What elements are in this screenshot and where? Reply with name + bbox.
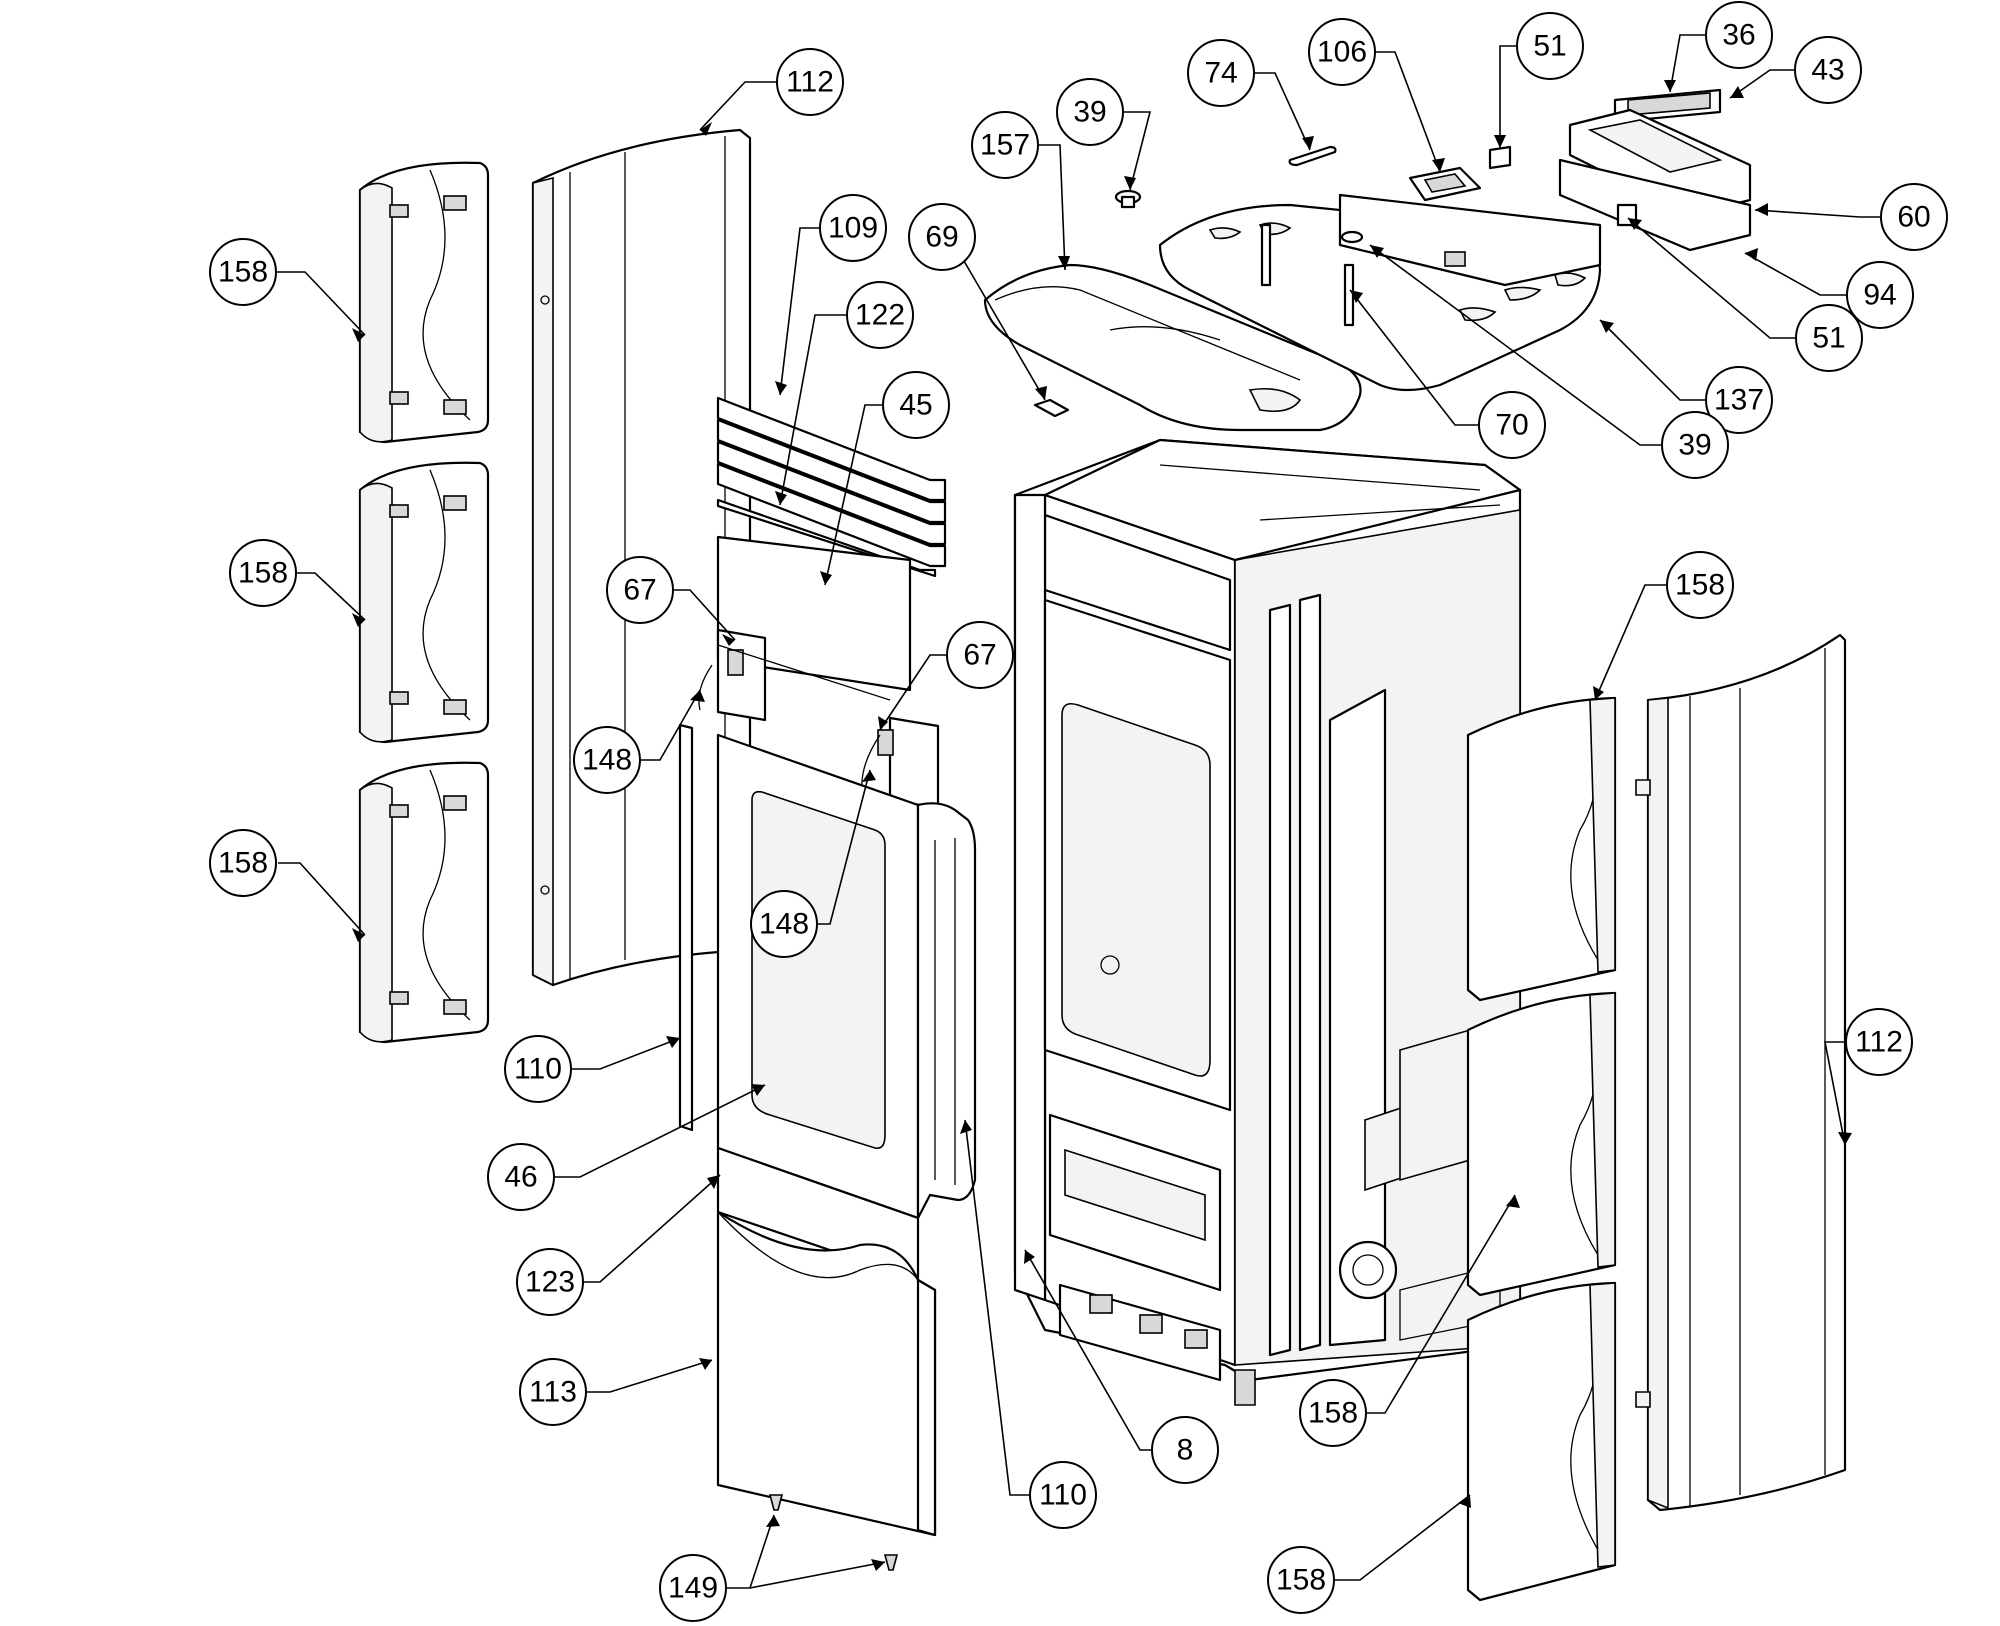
svg-text:69: 69 xyxy=(925,221,958,254)
knobs-39 xyxy=(1114,189,1364,244)
callout-46: 46 xyxy=(487,1143,555,1211)
callout-43: 43 xyxy=(1794,36,1862,104)
svg-text:74: 74 xyxy=(1204,57,1237,90)
side-tile-158-top xyxy=(358,161,490,444)
clip-69 xyxy=(1033,398,1070,418)
svg-text:46: 46 xyxy=(504,1161,537,1194)
door-glass-46 xyxy=(716,733,920,1220)
callout-112-right: 112 xyxy=(1845,1008,1913,1076)
grille-109 xyxy=(716,396,947,568)
callout-70: 70 xyxy=(1478,391,1546,459)
svg-text:158: 158 xyxy=(1675,569,1725,602)
callout-158-right-middle: 158 xyxy=(1299,1379,1367,1447)
callout-158-right-bottom: 158 xyxy=(1267,1546,1335,1614)
svg-text:158: 158 xyxy=(1308,1397,1358,1430)
side-tile-158-right-top xyxy=(1466,696,1617,1002)
door-frame-110-right xyxy=(916,802,977,1220)
leader-lines xyxy=(276,34,1881,1589)
callout-110-left: 110 xyxy=(504,1035,572,1103)
svg-text:137: 137 xyxy=(1714,384,1764,417)
callout-8: 8 xyxy=(1151,1416,1219,1484)
svg-text:45: 45 xyxy=(899,389,932,422)
callout-94: 94 xyxy=(1846,261,1914,329)
callout-60: 60 xyxy=(1880,183,1948,251)
svg-text:70: 70 xyxy=(1495,409,1528,442)
callout-113: 113 xyxy=(519,1358,587,1426)
svg-text:43: 43 xyxy=(1811,54,1844,87)
svg-text:112: 112 xyxy=(1855,1026,1903,1059)
callout-45: 45 xyxy=(882,371,950,439)
side-tile-158-bottom xyxy=(358,761,490,1044)
stove-body-8 xyxy=(1013,438,1522,1406)
svg-text:149: 149 xyxy=(668,1572,718,1605)
svg-text:110: 110 xyxy=(514,1053,562,1086)
callout-51-right: 51 xyxy=(1795,304,1863,372)
callout-36: 36 xyxy=(1705,1,1773,69)
svg-text:112: 112 xyxy=(786,66,834,99)
callout-67-left: 67 xyxy=(606,556,674,624)
latch-51-top xyxy=(1488,145,1512,170)
callout-51-top: 51 xyxy=(1516,12,1584,80)
svg-text:158: 158 xyxy=(218,847,268,880)
svg-text:39: 39 xyxy=(1073,96,1106,129)
callout-157: 157 xyxy=(971,111,1039,179)
callout-39-right: 39 xyxy=(1661,411,1729,479)
side-tile-158-right-middle xyxy=(1466,991,1617,1297)
svg-text:158: 158 xyxy=(218,256,268,289)
svg-text:106: 106 xyxy=(1317,36,1367,69)
callout-112-left: 112 xyxy=(776,48,844,116)
callout-110-right: 110 xyxy=(1029,1461,1097,1529)
callout-109: 109 xyxy=(819,194,887,262)
svg-text:94: 94 xyxy=(1863,279,1896,312)
svg-text:39: 39 xyxy=(1678,429,1711,462)
svg-text:51: 51 xyxy=(1812,322,1845,355)
arrowheads xyxy=(352,80,1852,1571)
callout-158-left-bottom: 158 xyxy=(209,829,277,897)
svg-text:67: 67 xyxy=(963,639,996,672)
screws-149 xyxy=(768,1494,899,1571)
side-panel-112-right xyxy=(1635,633,1847,1512)
svg-text:157: 157 xyxy=(980,129,1030,162)
bar-74 xyxy=(1288,145,1337,167)
svg-text:148: 148 xyxy=(759,908,809,941)
callout-148-right: 148 xyxy=(750,890,818,958)
side-tile-158-right-bottom xyxy=(1466,1281,1617,1602)
svg-text:113: 113 xyxy=(529,1376,577,1409)
callout-106: 106 xyxy=(1308,18,1376,86)
seal-strip-110-left xyxy=(678,723,694,1132)
side-tile-158-middle xyxy=(358,461,490,744)
callout-39-top: 39 xyxy=(1056,78,1124,146)
svg-text:110: 110 xyxy=(1039,1479,1087,1512)
top-cover-157 xyxy=(983,263,1362,432)
svg-text:60: 60 xyxy=(1897,201,1930,234)
handle-106 xyxy=(1408,166,1482,202)
svg-text:148: 148 xyxy=(582,744,632,777)
svg-text:8: 8 xyxy=(1177,1434,1194,1467)
callout-122: 122 xyxy=(846,281,914,349)
callout-137: 137 xyxy=(1705,366,1773,434)
callout-158-left-top: 158 xyxy=(209,238,277,306)
duct-60 xyxy=(1568,108,1752,217)
svg-text:158: 158 xyxy=(238,557,288,590)
svg-text:36: 36 xyxy=(1722,19,1755,52)
brackets-67 xyxy=(716,628,940,810)
callout-148-left: 148 xyxy=(573,726,641,794)
svg-text:122: 122 xyxy=(855,299,905,332)
svg-text:123: 123 xyxy=(525,1266,575,1299)
callout-67-right: 67 xyxy=(946,621,1014,689)
svg-text:67: 67 xyxy=(623,574,656,607)
callout-149: 149 xyxy=(659,1554,727,1622)
svg-text:109: 109 xyxy=(828,212,878,245)
callout-158-left-middle: 158 xyxy=(229,539,297,607)
callout-123: 123 xyxy=(516,1248,584,1316)
svg-text:51: 51 xyxy=(1533,30,1566,63)
callout-158-right-top: 158 xyxy=(1666,551,1734,619)
svg-text:158: 158 xyxy=(1276,1564,1326,1597)
lower-panel-113 xyxy=(716,1210,937,1537)
callout-69: 69 xyxy=(908,203,976,271)
callout-74: 74 xyxy=(1187,39,1255,107)
